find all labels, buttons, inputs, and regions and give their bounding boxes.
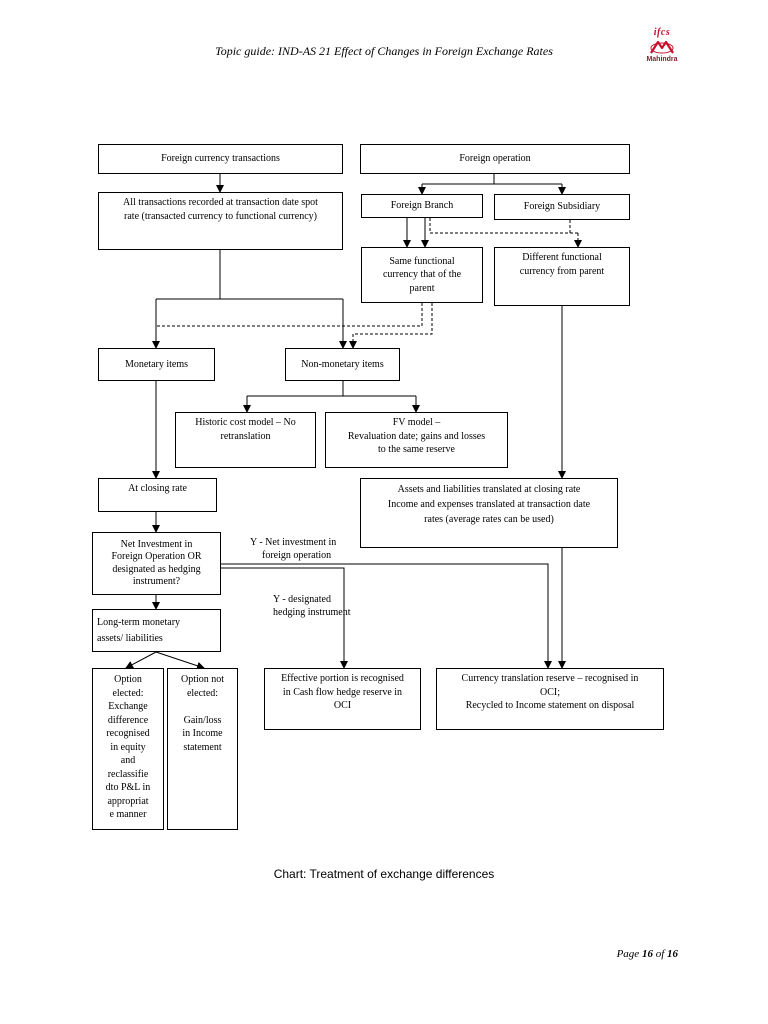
box-effective-portion: Effective portion is recognised in Cash … [264, 668, 421, 730]
dashed-same-currency-to-non-monetary [349, 303, 433, 349]
logo-top-text: ifcs [653, 27, 671, 38]
box-historic-cost-model: Historic cost model – No retranslation [175, 412, 316, 468]
arrow-hedging-to-effective-portion [220, 567, 348, 669]
box-net-investment-question: Net Investment in Foreign Operation OR d… [92, 532, 221, 595]
box-currency-translation-reserve: Currency translation reserve – recognise… [436, 668, 664, 730]
mahindra-logo: ifcs Mahindra [636, 28, 688, 64]
arrow-long-term-to-option-not-elected [155, 651, 205, 670]
box-non-monetary-items: Non-monetary items [285, 348, 400, 381]
box-foreign-currency-transactions: Foreign currency transactions [98, 144, 343, 174]
box-at-closing-rate: At closing rate [98, 478, 217, 512]
arrow-long-term-to-option-elected [125, 651, 157, 669]
arrow-net-investment-to-reserve [220, 563, 552, 669]
box-foreign-operation: Foreign operation [360, 144, 630, 174]
box-option-not-elected: Option not elected: Gain/loss in Income … [167, 668, 238, 830]
label-y-designated-hedging: Y - designated hedging instrument [273, 594, 351, 618]
logo-name-text: Mahindra [646, 56, 678, 63]
box-fv-model: FV model – Revaluation date; gains and l… [325, 412, 508, 468]
box-all-transactions-recorded: All transactions recorded at transaction… [98, 192, 343, 250]
box-long-term-monetary: Long-term monetary assets/ liabilities [92, 609, 221, 652]
box-different-functional-currency: Different functional currency from paren… [494, 247, 630, 306]
dashed-same-currency-to-monetary [156, 303, 423, 327]
box-assets-liabilities-translated: Assets and liabilities translated at clo… [360, 478, 618, 548]
box-option-elected: Option elected: Exchange difference reco… [92, 668, 164, 830]
page-number: Page 16 of 16 [616, 948, 678, 960]
box-foreign-subsidiary: Foreign Subsidiary [494, 194, 630, 220]
box-same-functional-currency: Same functional currency that of the par… [361, 247, 483, 303]
chart-caption: Chart: Treatment of exchange differences [273, 867, 495, 881]
box-foreign-branch: Foreign Branch [361, 194, 483, 218]
header-title: Topic guide: IND-AS 21 Effect of Changes… [215, 44, 553, 58]
box-monetary-items: Monetary items [98, 348, 215, 381]
label-y-net-investment: Y - Net investment in foreign operation [250, 537, 337, 561]
mahindra-rise-icon [650, 40, 674, 54]
